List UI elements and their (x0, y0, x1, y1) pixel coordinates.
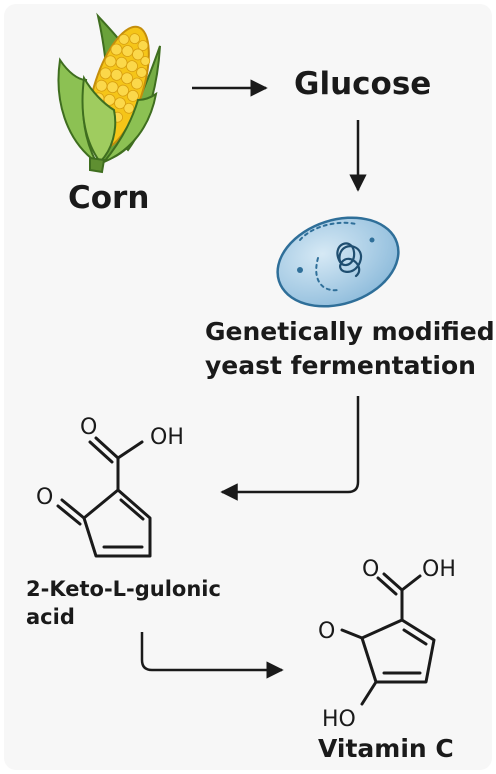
vitamin-c-label: Vitamin C (318, 734, 454, 763)
keto-atom-oh: OH (150, 425, 184, 450)
keto-atom-o-top: O (80, 415, 97, 440)
keto-acid-structure (56, 436, 152, 558)
vitc-atom-o-top: O (362, 557, 379, 582)
yeast-cell-icon (276, 216, 400, 308)
arrow-keto-acid-to-vitamin-c (140, 632, 284, 679)
vitc-atom-ho: HO (322, 707, 356, 732)
keto-acid-label-line1: 2-Keto-L-gulonic (26, 577, 221, 601)
keto-acid-label-line2: acid (26, 605, 75, 629)
vitamin-c-structure (340, 572, 436, 706)
glucose-label: Glucose (294, 66, 432, 102)
vitc-atom-o-ring: O (318, 619, 335, 644)
yeast-fermentation-label-line1: Genetically modified (205, 317, 495, 346)
arrow-yeast-to-keto-acid (220, 396, 360, 501)
keto-atom-o-ring: O (36, 485, 53, 510)
yeast-fermentation-label-line2: yeast fermentation (205, 351, 476, 380)
corn-icon (57, 12, 161, 174)
vitc-atom-oh: OH (422, 557, 456, 582)
corn-label: Corn (68, 180, 150, 216)
